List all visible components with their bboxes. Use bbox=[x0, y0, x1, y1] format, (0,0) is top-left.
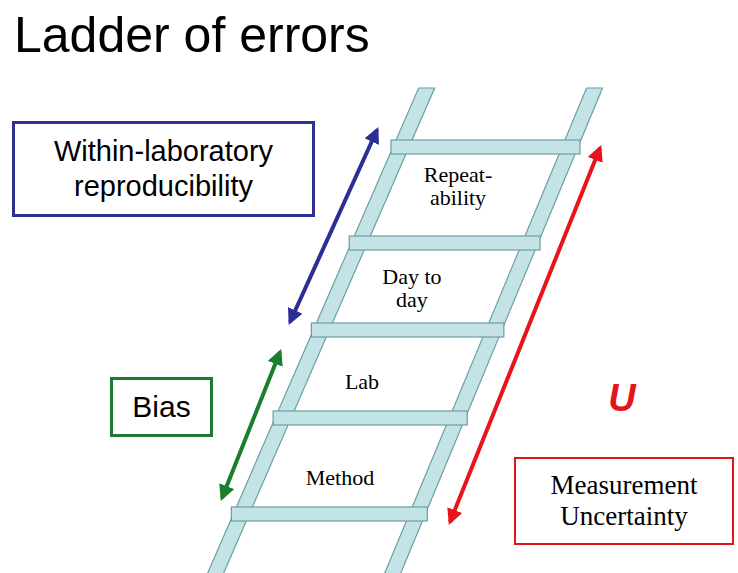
ladder-rung bbox=[273, 411, 467, 425]
text-box: Measurement Uncertainty bbox=[514, 457, 734, 545]
range-arrow bbox=[222, 352, 280, 498]
box-text: Bias bbox=[132, 389, 190, 425]
ladder-rung bbox=[231, 507, 427, 521]
box-text: Within-laboratory reproducibility bbox=[23, 134, 304, 204]
rung-label: Method bbox=[295, 466, 385, 489]
rung-label: Day to day bbox=[376, 265, 448, 311]
text-box: Bias bbox=[110, 377, 213, 437]
text-box: Within-laboratory reproducibility bbox=[12, 121, 315, 217]
rung-label: Repeat- ability bbox=[416, 163, 500, 209]
ladder-rung bbox=[391, 140, 580, 154]
diagram-title: Ladder of errors bbox=[14, 8, 370, 63]
rung-label: Lab bbox=[332, 370, 392, 393]
ladder-rung bbox=[349, 236, 540, 250]
box-text: Measurement Uncertainty bbox=[524, 470, 724, 532]
ladder-rung bbox=[311, 323, 503, 337]
symbol-label: U bbox=[597, 379, 647, 417]
